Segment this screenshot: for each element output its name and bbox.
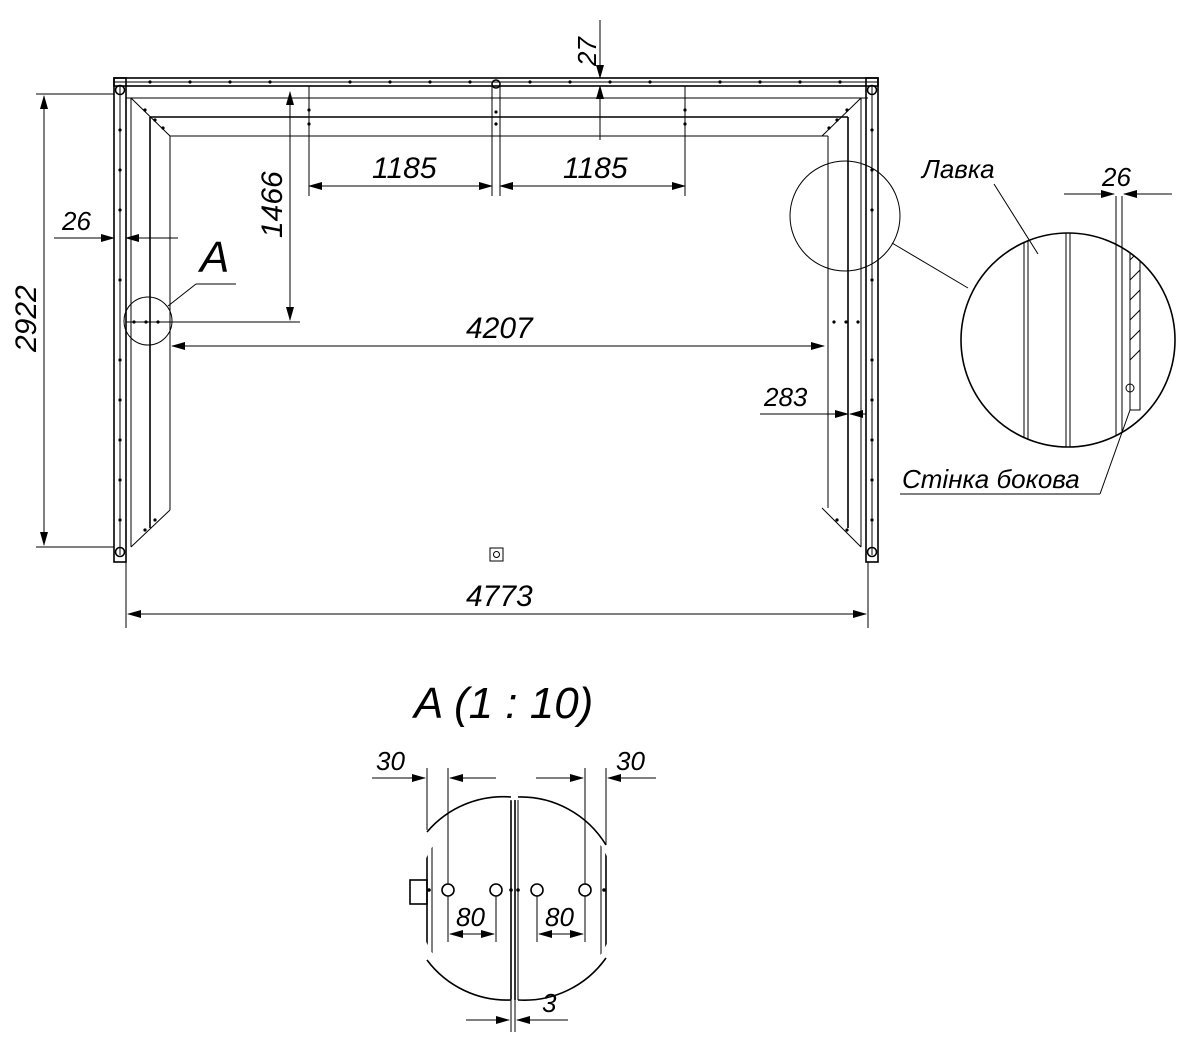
dim-depth-value: 1466 xyxy=(256,171,289,238)
detail-dim-edge-right: 30 xyxy=(616,746,645,776)
callout-a: A xyxy=(123,233,236,346)
dim-left-thickness: 26 xyxy=(54,206,178,242)
detail-dim-pitch-left: 80 xyxy=(456,902,485,932)
detail-a: A (1 : 10) xyxy=(372,679,656,1032)
dim-height: 2922 xyxy=(10,93,114,548)
left-wall xyxy=(113,77,171,563)
dim-left-thickness-value: 26 xyxy=(61,206,91,236)
right-wall xyxy=(821,77,879,563)
dim-bench-width-value: 283 xyxy=(763,382,808,412)
bolt-dots xyxy=(118,80,874,532)
detail-dim-edge-left: 30 xyxy=(376,746,405,776)
detail-a-body xyxy=(426,800,607,1000)
top-beam xyxy=(113,77,879,137)
center-marker xyxy=(489,547,504,562)
center-post xyxy=(308,86,686,196)
dim-height-value: 2922 xyxy=(10,285,43,353)
zoom-content xyxy=(1023,233,1141,447)
side-wall-label: Стінка бокова xyxy=(902,464,1080,494)
dim-inner-width: 4207 xyxy=(171,312,825,350)
detail-a-title: A (1 : 10) xyxy=(411,679,593,728)
dim-depth: 1466 xyxy=(126,91,300,323)
corner-posts xyxy=(114,79,878,558)
dim-top-thickness-value: 27 xyxy=(572,36,602,67)
callout-a-letter: A xyxy=(197,233,229,282)
dim-spans: 1185 1185 xyxy=(308,136,686,196)
detail-dim-pitch-right: 80 xyxy=(545,902,574,932)
dim-span-left-value: 1185 xyxy=(372,152,437,185)
zoom-dim-value: 26 xyxy=(1101,162,1131,192)
dim-bench-width: 283 xyxy=(760,382,866,418)
bench-label: Лавка xyxy=(920,154,995,184)
dim-inner-width-value: 4207 xyxy=(466,312,534,345)
main-dimensions: 27 26 1185 1185 1466 2922 xyxy=(10,20,869,628)
dim-top-thickness: 27 xyxy=(572,20,604,140)
zoom-callout: 26 Лавка Стінка бокова xyxy=(789,154,1176,495)
dim-span-right-value: 1185 xyxy=(563,152,628,185)
dim-overall-width: 4773 xyxy=(125,562,869,628)
detail-dim-gap: 3 xyxy=(542,988,557,1018)
dim-overall-width-value: 4773 xyxy=(466,580,533,613)
frame-view xyxy=(113,77,879,563)
